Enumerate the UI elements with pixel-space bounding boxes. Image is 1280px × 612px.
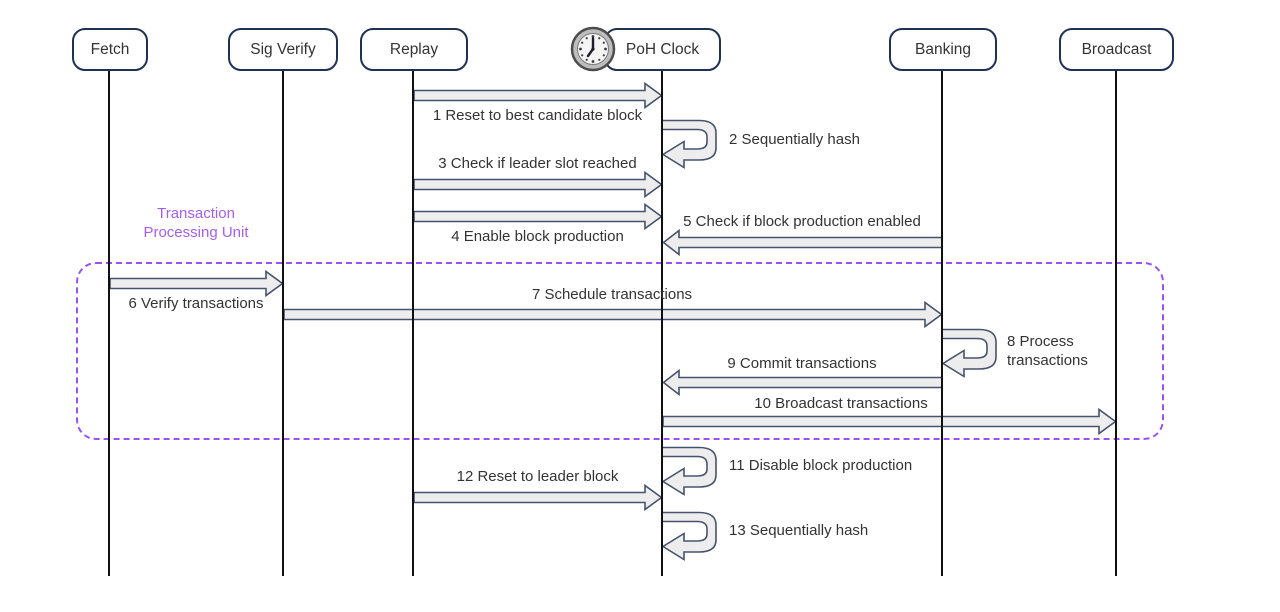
clock-icon (570, 26, 616, 72)
actor-broadcast-label: Broadcast (1081, 40, 1152, 58)
actor-replay-label: Replay (389, 40, 439, 58)
tpu-label-line2: Processing Unit (143, 224, 249, 241)
message-arrow-12 (413, 483, 663, 512)
lifeline-broadcast (1115, 70, 1117, 576)
message-label-13: 13 Sequentially hash (729, 522, 869, 539)
message-arrow-8 (941, 328, 997, 378)
message-arrow-2 (661, 119, 717, 169)
message-arrow-6 (109, 269, 284, 298)
message-label-11: 11 Disable block production (729, 457, 913, 474)
lifeline-fetch (108, 70, 110, 576)
message-label-9: 9 Commit transactions (727, 355, 877, 372)
tpu-label: Transaction Processing Unit (116, 204, 276, 242)
lifeline-banking (941, 70, 943, 576)
message-label-5: 5 Check if block production enabled (683, 213, 921, 230)
message-label-7: 7 Schedule transactions (531, 286, 693, 303)
message-label-2: 2 Sequentially hash (729, 131, 860, 148)
message-label-8: 8 Process transactions (1007, 333, 1088, 369)
message-arrow-10 (662, 407, 1117, 436)
tpu-label-line1: Transaction (157, 205, 235, 222)
message-label-1: 1 Reset to best candidate block (432, 107, 643, 124)
tpu-boundary-box (76, 262, 1164, 440)
message-arrow-11 (661, 446, 717, 496)
message-arrow-13 (661, 511, 717, 561)
message-arrow-5 (662, 228, 943, 257)
lifeline-poh-clock (661, 70, 663, 576)
actor-banking: Banking (889, 28, 997, 71)
actor-sig-verify: Sig Verify (228, 28, 338, 71)
actor-sig-verify-label: Sig Verify (250, 40, 316, 58)
message-label-10: 10 Broadcast transactions (754, 395, 928, 412)
message-arrow-7 (283, 300, 943, 329)
message-arrow-1 (413, 81, 663, 110)
actor-fetch-label: Fetch (90, 40, 130, 58)
message-arrow-9 (662, 368, 943, 397)
message-arrow-4 (413, 202, 663, 231)
actor-fetch: Fetch (72, 28, 148, 71)
lifeline-sig-verify (282, 70, 284, 576)
lifeline-replay (412, 70, 414, 576)
message-label-12: 12 Reset to leader block (456, 468, 619, 485)
message-label-4: 4 Enable block production (451, 228, 624, 245)
message-label-6: 6 Verify transactions (128, 295, 264, 312)
message-label-3: 3 Check if leader slot reached (438, 155, 637, 172)
actor-banking-label: Banking (914, 40, 971, 58)
message-arrow-3 (413, 170, 663, 199)
actor-poh-clock: PoH Clock (604, 28, 721, 71)
actor-poh-clock-label: PoH Clock (625, 40, 700, 58)
actor-broadcast: Broadcast (1059, 28, 1174, 71)
actor-replay: Replay (360, 28, 468, 71)
